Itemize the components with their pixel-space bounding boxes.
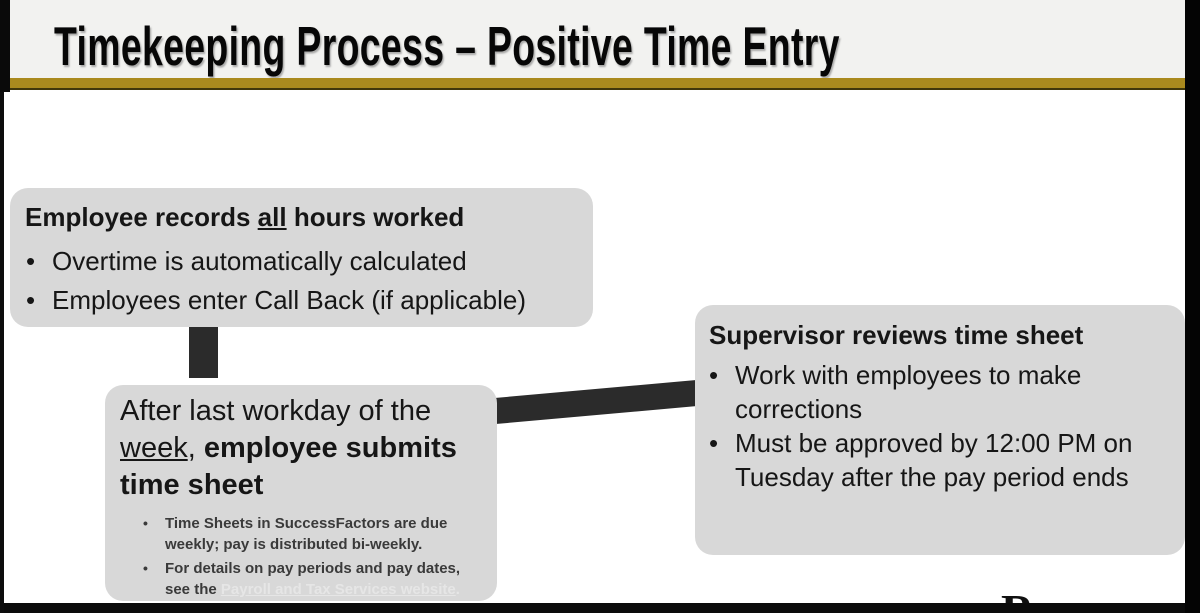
- box-employee-submits-heading: After last workday of the week, employee…: [120, 393, 485, 504]
- connector-submits-to-reviews: [493, 379, 699, 425]
- bullet-dot: •: [143, 560, 148, 576]
- left-edge-black-strip: [0, 0, 10, 92]
- page-title: Timekeeping Process – Positive Time Entr…: [54, 15, 1200, 77]
- box-supervisor-reviews: Supervisor reviews time sheet • Work wit…: [695, 305, 1185, 555]
- bullet-dot: •: [26, 285, 36, 315]
- subbullet-text: For details on pay periods and pay dates…: [165, 558, 497, 600]
- box-employee-records-bullets: • Overtime is automatically calculated •…: [10, 242, 593, 320]
- subbullet-line1: For details on pay periods and pay dates…: [165, 560, 461, 577]
- list-item: • Overtime is automatically calculated: [10, 242, 593, 281]
- box-supervisor-reviews-bullets: • Work with employees to make correction…: [695, 358, 1185, 494]
- left-edge-black-line: [0, 92, 4, 613]
- box-employee-submits-subbullets: • Time Sheets in SuccessFactors are due …: [135, 513, 497, 600]
- list-item: • Must be approved by 12:00 PM on Tuesda…: [695, 426, 1185, 494]
- heading-underlined-word: all: [257, 202, 287, 232]
- bullet-text: Work with employees to make corrections: [735, 360, 1082, 424]
- page-title-text: Timekeeping Process – Positive Time Entr…: [54, 15, 840, 77]
- payroll-tax-services-link[interactable]: Payroll and Tax Services website: [220, 581, 456, 598]
- bottom-edge-black-bar: [0, 603, 1200, 613]
- header-band: Timekeeping Process – Positive Time Entr…: [0, 0, 1200, 78]
- subbullet-line1: Time Sheets in SuccessFactors are due: [165, 515, 448, 532]
- list-item: • For details on pay periods and pay dat…: [135, 558, 497, 600]
- accent-divider-bar: [0, 78, 1200, 90]
- bullet-dot: •: [26, 246, 36, 276]
- heading-bold-line2: employee submits: [203, 432, 457, 464]
- subbullet-line2: weekly; pay is distributed bi-weekly.: [165, 536, 423, 553]
- box-supervisor-reviews-heading: Supervisor reviews time sheet: [709, 320, 1084, 350]
- subbullet-text: Time Sheets in SuccessFactors are due we…: [165, 513, 497, 555]
- bullet-text: Overtime is automatically calculated: [52, 246, 467, 276]
- bullet-dot: •: [709, 428, 719, 458]
- bullet-text: Must be approved by 12:00 PM on Tuesday …: [735, 428, 1133, 492]
- box-employee-records-heading: Employee records all hours worked: [25, 201, 581, 233]
- heading-comma: ,: [187, 432, 204, 464]
- heading-post: hours worked: [293, 202, 465, 232]
- box-employee-records: Employee records all hours worked • Over…: [10, 188, 593, 327]
- bullet-text: Employees enter Call Back (if applicable…: [52, 285, 526, 315]
- right-edge-black-strip: [1185, 0, 1200, 613]
- list-item: • Work with employees to make correction…: [695, 358, 1185, 426]
- heading-bold-line3: time sheet: [120, 469, 264, 501]
- subbullet-line2-post: .: [455, 581, 460, 598]
- list-item: • Employees enter Call Back (if applicab…: [10, 281, 593, 320]
- bullet-dot: •: [709, 360, 719, 390]
- box-employee-submits: After last workday of the week, employee…: [105, 385, 497, 601]
- heading-pre: Employee records: [25, 202, 251, 232]
- bullet-dot: •: [143, 515, 148, 531]
- heading-line1: After last workday of the: [120, 395, 432, 427]
- list-item: • Time Sheets in SuccessFactors are due …: [135, 513, 497, 555]
- connector-records-to-submits: [189, 326, 218, 378]
- subbullet-line2-pre: see the: [165, 581, 221, 598]
- heading-underlined-word: week: [120, 432, 188, 464]
